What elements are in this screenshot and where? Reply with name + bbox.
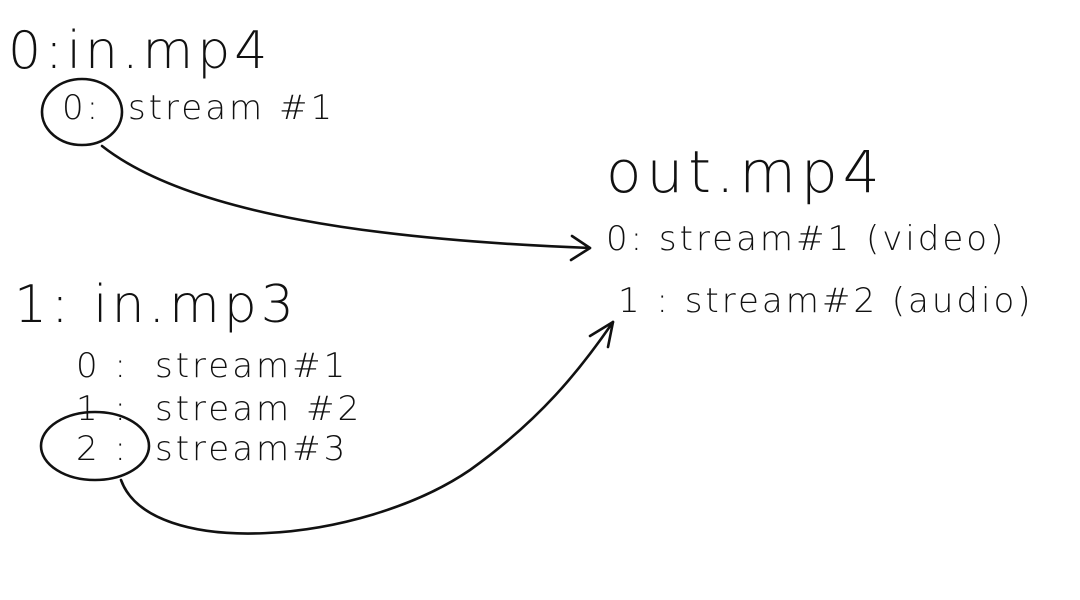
arrow-line-audio — [119, 320, 615, 535]
input-1-stream-0-name: stream#1 — [155, 346, 348, 386]
input-1-stream-2-name: stream#3 — [155, 429, 348, 469]
input-0-stream-0-index: 0: — [62, 88, 101, 128]
input-1-stream-2-circle — [39, 410, 151, 482]
arrow-head-audio — [588, 320, 615, 349]
output-stream-0: 0: stream#1 (video) — [606, 219, 1006, 259]
input-file-0-label: 0:in.mp4 — [8, 21, 271, 81]
input-file-0: 0:in.mp4 0: stream #1 — [8, 21, 335, 147]
input-file-1-label: 1: in.mp3 — [14, 275, 298, 335]
output-file-label: out.mp4 — [606, 138, 885, 206]
input-file-1: 1: in.mp3 0 : stream#1 1 : stream #2 2 :… — [14, 275, 362, 482]
mapping-arrow-video — [100, 144, 592, 262]
arrow-head-video — [569, 234, 592, 262]
input-1-stream-1-name: stream #2 — [155, 389, 362, 429]
arrow-line-video — [100, 144, 592, 250]
output-stream-1: 1 : stream#2 (audio) — [618, 281, 1034, 321]
input-0-stream-0-name: stream #1 — [128, 88, 335, 128]
input-1-stream-0-index: 0 : — [76, 346, 129, 386]
mapping-arrow-audio — [119, 320, 615, 535]
input-0-stream-0-circle — [40, 77, 124, 147]
input-1-stream-2-index: 2 : — [76, 429, 129, 469]
input-1-stream-1-index: 1 : — [76, 389, 129, 429]
output-file: out.mp4 0: stream#1 (video) 1 : stream#2… — [606, 138, 1034, 321]
